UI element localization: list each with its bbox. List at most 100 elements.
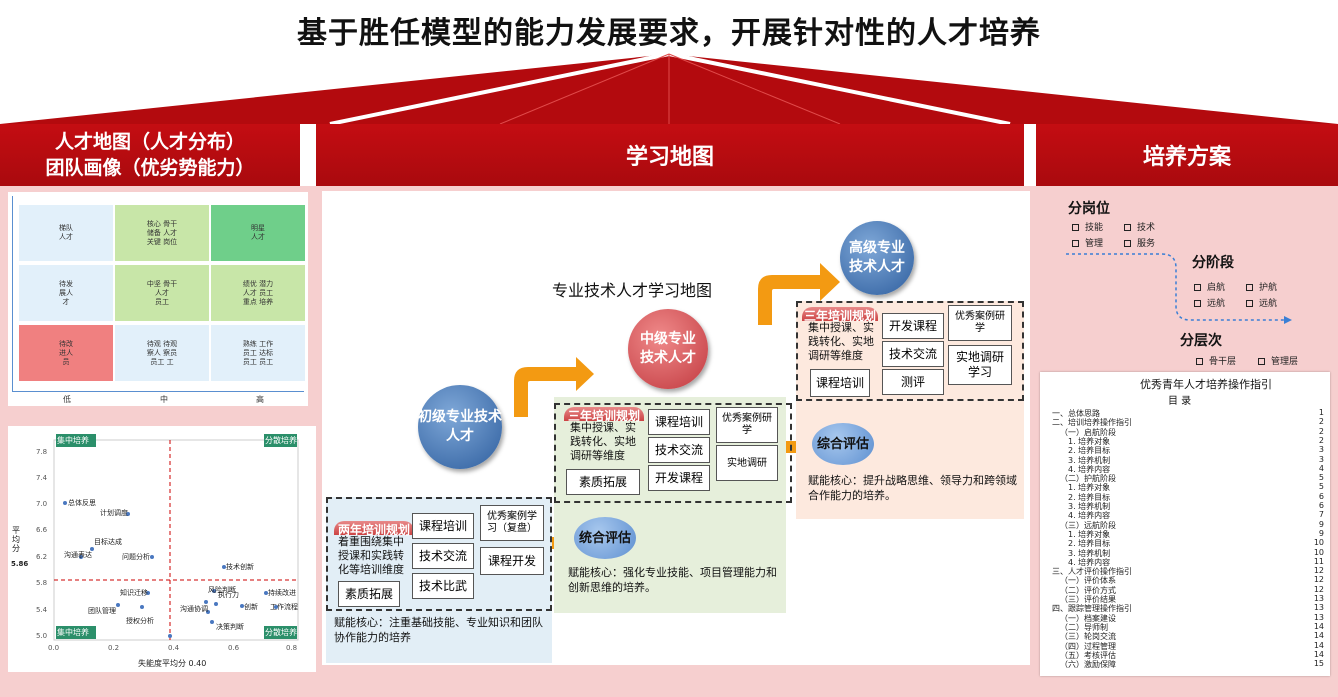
grid-cell-7: 待改进人员 <box>18 324 114 382</box>
toc-title: 1. 培养对象 <box>1068 483 1111 493</box>
toc-title: （二）护航阶段 <box>1060 474 1116 484</box>
header-learning-map: 学习地图 <box>316 124 1024 186</box>
point-label: 持续改进 <box>268 589 296 597</box>
toc-title: 二、培训培养操作指引 <box>1052 418 1132 428</box>
stage1-case-box: 优秀案例学习（复盘） <box>480 505 544 541</box>
point-label: 沟通表达 <box>64 551 92 559</box>
toc-row: 一、总体思路 1 <box>1052 408 1324 419</box>
checkbox-icon <box>1124 224 1131 231</box>
checkbox-icon <box>1194 300 1201 307</box>
toc-title: 4. 培养内容 <box>1068 464 1111 474</box>
level-junior: 初级专业技术人才 <box>418 385 502 469</box>
toc-title: 2. 培养目标 <box>1068 492 1111 502</box>
toc-title: 3. 培养机制 <box>1068 548 1111 558</box>
checkbox-icon <box>1246 300 1253 307</box>
toc-row: 4. 培养内容 4 <box>1052 464 1324 475</box>
grid-x-label-high: 高 <box>256 395 264 404</box>
scatter-y-avg: 5.86 <box>11 560 29 568</box>
point-label: 总体反思 <box>68 499 96 507</box>
header-talent-map-line2: 团队画像（优劣势能力） <box>45 157 255 179</box>
toc-title: （一）档案建设 <box>1060 613 1116 623</box>
stage1-ribbon: 两年培训规划 <box>334 521 414 537</box>
toc-page: 6 <box>1318 491 1324 501</box>
toc-page: 1 <box>1318 408 1324 417</box>
checkbox-icon <box>1124 240 1131 247</box>
checkbox-icon <box>1194 284 1201 291</box>
toc-title: （二）导师制 <box>1060 622 1108 632</box>
toc-page: 14 <box>1313 631 1324 641</box>
quadrant-label-br: 分散培养 <box>265 628 297 637</box>
toc-page: 9 <box>1318 528 1324 538</box>
scatter-chart <box>53 434 299 641</box>
toc-page: 5 <box>1318 482 1324 492</box>
scatter-y-label: 平均分 <box>12 526 20 553</box>
post-item: 服务 <box>1124 236 1155 249</box>
stage3-course-box: 课程培训 <box>810 369 870 397</box>
x-tick: 0.8 <box>286 644 298 652</box>
point-label: 执行力 <box>218 591 239 599</box>
toc-title: 1. 培养对象 <box>1068 436 1111 446</box>
stage2-course-box: 课程培训 <box>648 409 710 435</box>
stage3-exchange-box: 技术交流 <box>882 341 944 367</box>
stage3-ribbon: 三年培训规划 <box>802 307 878 323</box>
point-label: 创新 <box>244 603 258 611</box>
y-tick: 7.4 <box>36 474 48 482</box>
toc-page: 9 <box>1318 519 1324 529</box>
grid-x-axis <box>12 391 304 392</box>
page-title: 基于胜任模型的能力发展要求，开展针对性的人才培养 <box>297 16 1041 51</box>
x-tick: 0.2 <box>108 644 120 652</box>
checkbox-icon <box>1258 358 1265 365</box>
toc-page: 4 <box>1318 463 1324 473</box>
stage-item: 启航 <box>1194 280 1225 293</box>
roof-graphic <box>0 52 1338 124</box>
toc-title: 4. 培养内容 <box>1068 511 1111 521</box>
toc-row: 2. 培养目标 3 <box>1052 445 1324 456</box>
quadrant-label-tr: 分散培养 <box>265 436 297 445</box>
stage-item-label: 远航 <box>1259 299 1278 309</box>
stage1-desc: 着重围绕集中授课和实践转化等培训维度 <box>338 535 404 576</box>
toc-title: 2. 培养目标 <box>1068 446 1111 456</box>
post-item-label: 技术 <box>1137 223 1156 233</box>
grid-cell-4: 待发展人才 <box>18 264 114 322</box>
toc-page: 12 <box>1313 584 1324 594</box>
point-label: 授权分析 <box>126 617 154 625</box>
post-item: 管理 <box>1072 236 1103 249</box>
toc-page: 3 <box>1318 445 1324 455</box>
stage2-case-box: 优秀案例研学 <box>716 407 778 443</box>
toc-page: 14 <box>1313 640 1324 650</box>
stage-item-label: 启航 <box>1207 283 1226 293</box>
learning-map-title: 专业技术人才学习地图 <box>552 281 713 300</box>
toc-page: 3 <box>1318 454 1324 464</box>
level-item: 骨干层 <box>1196 354 1236 367</box>
stage2-dev-box: 开发课程 <box>648 465 710 491</box>
toc-title: （二）评价方式 <box>1060 585 1116 595</box>
stage3-desc: 集中授课、实践转化、实地调研等维度 <box>808 321 874 362</box>
toc-title: 3. 培养机制 <box>1068 502 1111 511</box>
stage1-compete-box: 技术比武 <box>412 573 474 599</box>
grid-cell-1: 梯队人才 <box>18 204 114 262</box>
y-tick: 6.6 <box>36 526 48 534</box>
point-label: 沟通协调 <box>180 605 208 613</box>
header-talent-map: 人才地图（人才分布） 团队画像（优劣势能力） <box>0 124 300 186</box>
toc-page: 10 <box>1313 547 1324 557</box>
stage2-core: 赋能核心：强化专业技能、项目管理能力和创新思维的培养。 <box>568 566 777 594</box>
level-item-label: 骨干层 <box>1209 357 1237 367</box>
y-tick: 5.0 <box>36 632 48 640</box>
stage3-eval: 综合评估 <box>812 423 874 465</box>
stage-item: 远航 <box>1246 296 1277 309</box>
scatter-card: 集中培养 分散培养 集中培养 分散培养 平均分 5.86 7.8 7.4 7.0… <box>8 426 316 672</box>
toc-title: 一、总体思路 <box>1052 409 1100 418</box>
level-middle: 中级专业技术人才 <box>628 309 708 389</box>
point-label: 决策判断 <box>216 623 244 631</box>
